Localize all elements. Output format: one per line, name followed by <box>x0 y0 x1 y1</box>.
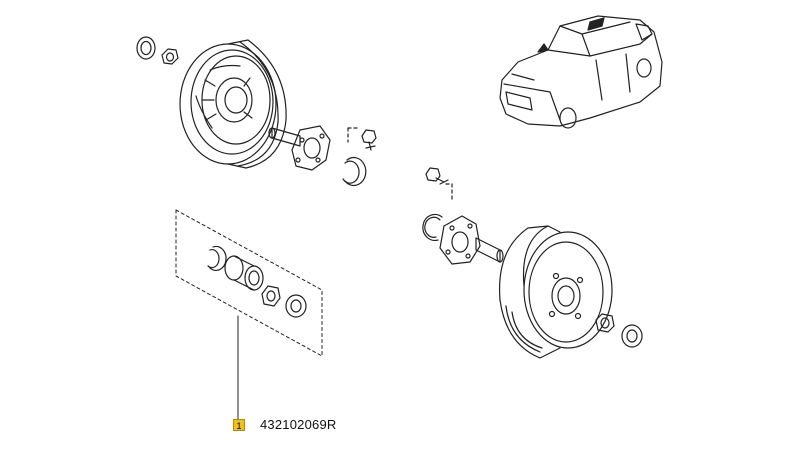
callout-index-badge: 1 <box>233 419 245 431</box>
bearing-kit-icon <box>175 209 323 357</box>
circlip-icon <box>342 156 367 187</box>
stub-axle-icon <box>268 125 331 171</box>
bearing <box>224 255 264 291</box>
seal-ring-small-top-left <box>136 36 156 60</box>
bolt-lower <box>425 167 449 185</box>
part-number-label[interactable]: 432102069R <box>260 417 337 432</box>
stub-axle-lower <box>439 215 504 265</box>
brake-drum-icon <box>179 39 287 169</box>
vehicle-icon <box>499 15 663 129</box>
washer <box>285 294 307 318</box>
bolt-icon <box>361 129 377 151</box>
leader-dashed-top <box>347 127 359 143</box>
nut-top-left <box>161 48 179 65</box>
seal-ring-lower <box>621 324 643 348</box>
hub-nut <box>261 285 281 307</box>
brake-drum-lower <box>498 225 613 359</box>
nut-lower <box>595 313 615 333</box>
leader-dashed-lower <box>445 183 453 201</box>
circlip-lower <box>422 213 443 242</box>
